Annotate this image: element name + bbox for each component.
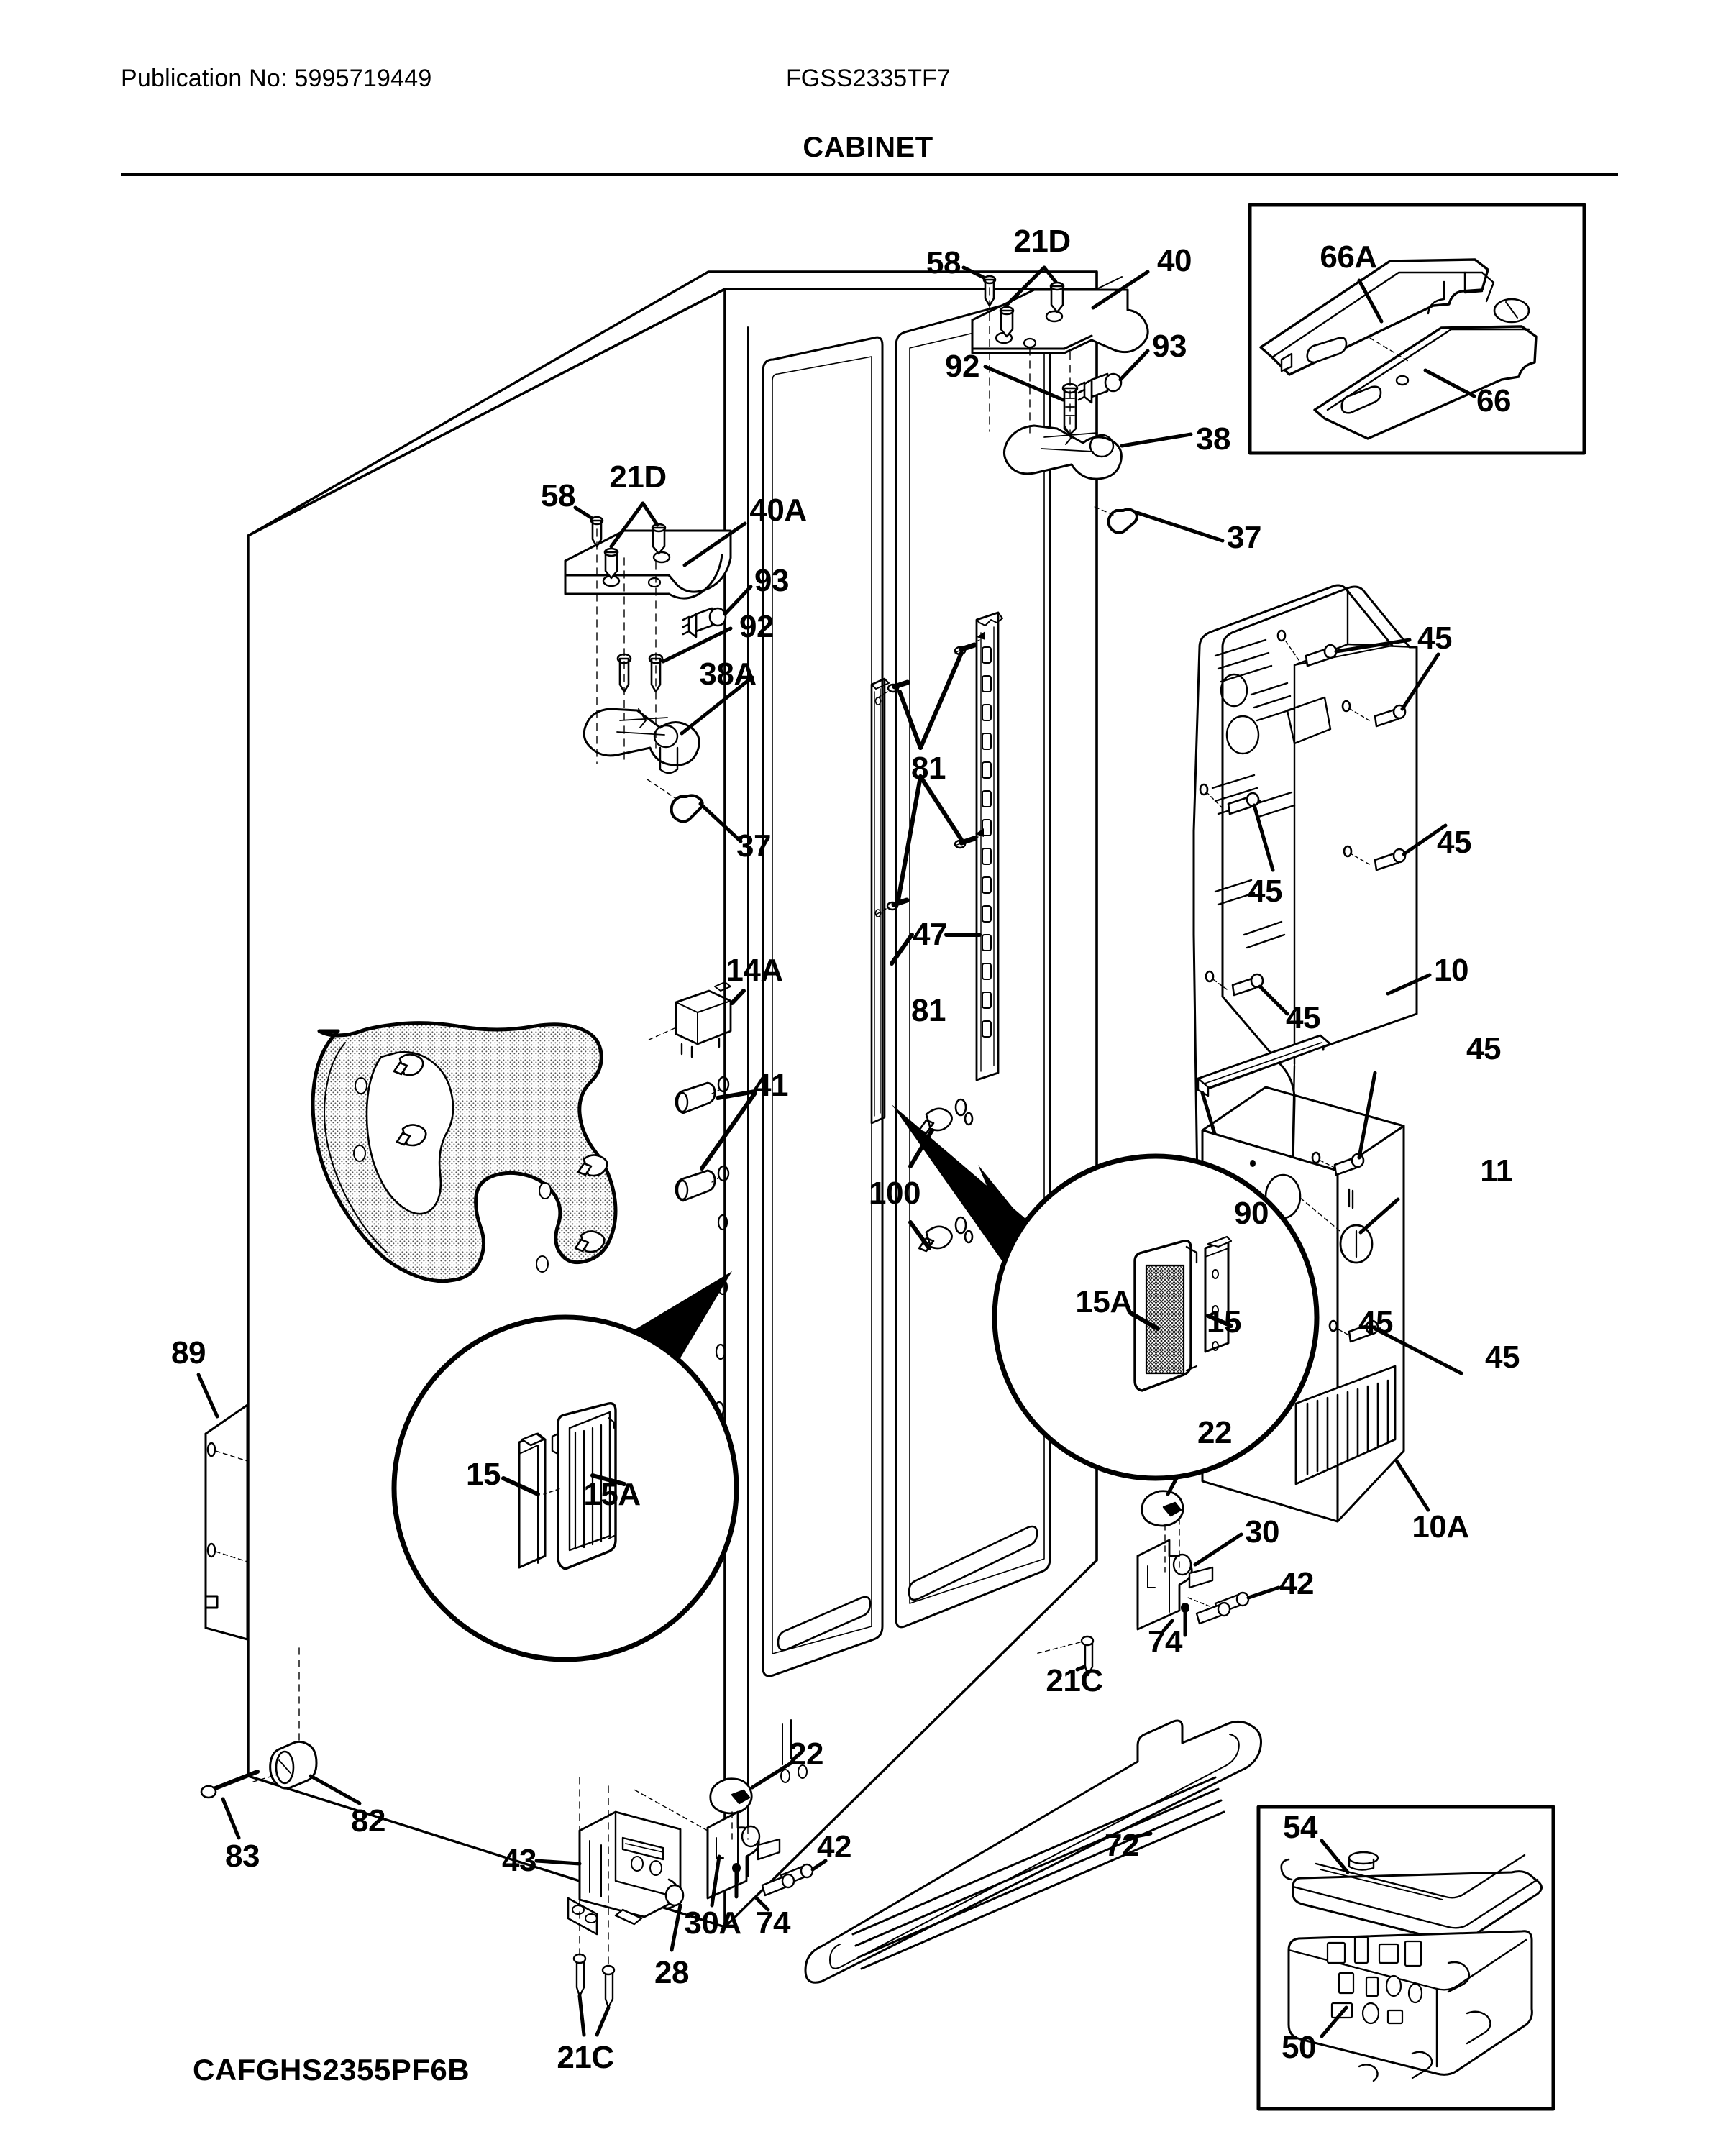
part-callout-45: 45: [1286, 1000, 1320, 1035]
part-callout-47: 47: [913, 917, 947, 952]
part-callout-93: 93: [754, 563, 789, 598]
header-divider: [121, 173, 1618, 176]
part-callout-81: 81: [911, 751, 946, 786]
part-callout-58: 58: [541, 478, 575, 513]
part-callout-11: 11: [1480, 1153, 1513, 1189]
roller-82-and-axle-83: [200, 1646, 362, 1840]
right-detail-circle: [892, 1104, 1320, 1481]
part-callout-15a: 15A: [583, 1477, 641, 1512]
base-grille-72: [804, 1719, 1262, 1984]
part-callout-21d: 21D: [609, 459, 667, 495]
right-bottom-hinge: [1035, 1445, 1281, 1677]
part-callout-45: 45: [1466, 1031, 1501, 1066]
part-callout-15: 15: [466, 1457, 501, 1492]
part-callout-22: 22: [789, 1736, 823, 1772]
part-callout-72: 72: [1105, 1828, 1139, 1863]
part-callout-15a: 15A: [1075, 1284, 1133, 1319]
part-callout-100: 100: [869, 1176, 920, 1211]
part-callout-38: 38: [1196, 421, 1230, 457]
door-closer-43: [534, 1810, 685, 1936]
part-callout-30: 30: [1245, 1514, 1279, 1549]
bottom-center-hinge: [534, 1761, 828, 2037]
page-title: CABINET: [803, 132, 933, 163]
part-callout-58: 58: [926, 245, 961, 280]
part-callout-50: 50: [1282, 2030, 1316, 2065]
part-callout-82: 82: [351, 1803, 385, 1839]
part-callout-42: 42: [1279, 1566, 1314, 1601]
part-callout-45: 45: [1417, 621, 1452, 656]
part-callout-74: 74: [756, 1905, 790, 1941]
top-left-hinge-assembly: [564, 501, 754, 774]
insulation-pad: [311, 1021, 618, 1283]
publication-number: Publication No: 5995719449: [121, 65, 432, 92]
cabinet-body: [247, 270, 1123, 1928]
part-callout-66a: 66A: [1320, 239, 1377, 275]
part-callout-40: 40: [1157, 243, 1192, 278]
part-callout-81: 81: [911, 993, 946, 1028]
part-callout-10a: 10A: [1412, 1509, 1469, 1544]
part-callout-66: 66: [1476, 383, 1511, 418]
part-callout-28: 28: [654, 1955, 689, 1990]
part-callout-89: 89: [171, 1335, 206, 1370]
left-detail-circle: [391, 1271, 739, 1662]
part-callout-45: 45: [1437, 825, 1471, 860]
part-callout-15: 15: [1207, 1304, 1241, 1340]
part-callout-92: 92: [739, 609, 774, 644]
part-callout-37: 37: [1227, 520, 1261, 555]
part-callout-74: 74: [1148, 1624, 1182, 1660]
model-number: FGSS2335TF7: [786, 65, 951, 92]
control-board-inset: [1256, 1805, 1555, 2111]
part-callout-21d: 21D: [1013, 224, 1071, 259]
part-callout-93: 93: [1152, 329, 1187, 364]
left-bracket-89: [196, 1373, 249, 1641]
shelf-ladder-rails: [870, 611, 1003, 1125]
part-callout-45: 45: [1248, 874, 1282, 909]
part-callout-42: 42: [817, 1829, 851, 1864]
part-callout-45: 45: [1358, 1305, 1393, 1340]
part-callout-41: 41: [754, 1068, 788, 1103]
door-switch-14a: [645, 981, 746, 1058]
part-callout-22: 22: [1197, 1415, 1232, 1450]
part-callout-21c: 21C: [557, 2040, 614, 2075]
footer-model-code: CAFGHS2355PF6B: [193, 2053, 470, 2087]
part-callout-45: 45: [1485, 1340, 1520, 1375]
part-callout-92: 92: [945, 349, 979, 384]
top-right-hinge-assembly: [961, 265, 1193, 480]
part-callout-54: 54: [1283, 1810, 1317, 1845]
part-callout-37: 37: [736, 828, 771, 864]
part-callout-43: 43: [502, 1843, 536, 1878]
rail-assembly-inset: [1248, 203, 1586, 455]
part-callout-14a: 14A: [726, 953, 783, 988]
part-callout-38a: 38A: [699, 656, 757, 692]
plug-caps-37: [647, 505, 1225, 843]
part-callout-83: 83: [225, 1839, 260, 1874]
part-callout-21c: 21C: [1046, 1663, 1103, 1698]
part-callout-90: 90: [1234, 1196, 1269, 1231]
part-callout-30a: 30A: [684, 1905, 741, 1941]
bushings-41: [675, 1076, 757, 1202]
part-callout-10: 10: [1434, 953, 1468, 988]
part-callout-40a: 40A: [749, 493, 807, 528]
